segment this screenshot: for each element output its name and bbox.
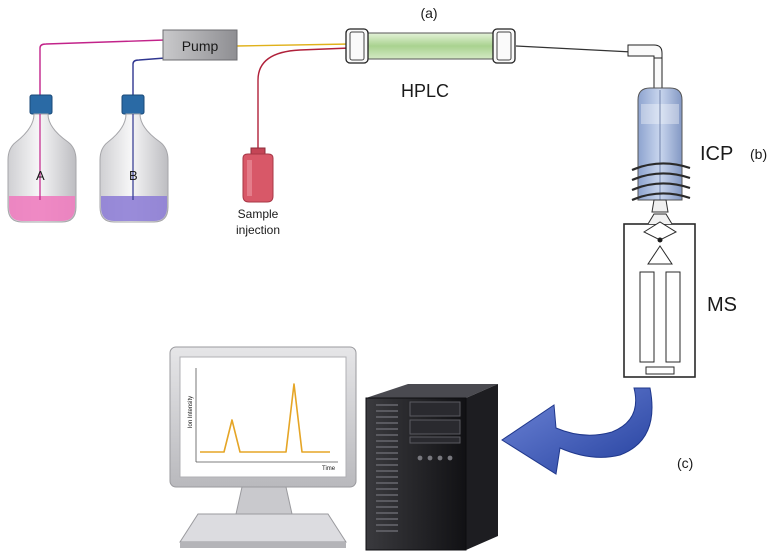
bottle-a-liquid: [9, 196, 75, 221]
bottle-a-cap: [29, 94, 53, 115]
pump: Pump: [162, 29, 238, 61]
bottle-b-liquid: [101, 196, 167, 221]
bottle-b: B: [99, 94, 169, 223]
icp-label: ICP: [700, 143, 733, 165]
sample-label-line1: Sample: [238, 207, 279, 221]
pump-label: Pump: [182, 38, 219, 54]
nebulizer-connector: [627, 44, 663, 91]
marker-c: (c): [677, 455, 693, 471]
tube-pump-to-column: [235, 43, 351, 47]
marker-b: (b): [750, 146, 767, 162]
curved-arrow-icon: (c): [501, 387, 693, 475]
bottle-a-label: A: [36, 168, 45, 183]
tube-column-to-icp: [515, 45, 633, 53]
rf-coil: [631, 162, 691, 202]
tube-sample: [257, 47, 351, 150]
pump-box: [162, 29, 238, 61]
bottle-a: A: [7, 94, 77, 223]
bottle-a-body: [7, 113, 77, 223]
tubing: [39, 39, 633, 150]
mass-spectrometer: MS: [623, 213, 737, 378]
computer-tower-icon: [365, 384, 498, 551]
icp-torch: ICP (b): [631, 87, 767, 213]
sample-label-line2: injection: [236, 223, 280, 237]
column-end-right: [492, 28, 516, 64]
hplc-label: HPLC: [401, 81, 449, 101]
sample-vial: Sample injection: [236, 147, 280, 237]
y-axis-label: Ion Intensity: [188, 396, 194, 428]
column-end-left: [345, 28, 369, 64]
monitor-icon: Ion Intensity Time: [169, 346, 357, 548]
marker-a: (a): [420, 5, 437, 21]
tube-a: [39, 39, 166, 96]
x-axis-label: Time: [322, 466, 336, 472]
tube-b: [132, 57, 166, 96]
hplc-column: (a) HPLC: [345, 5, 516, 101]
ms-label: MS: [707, 294, 737, 316]
bottle-b-cap: [121, 94, 145, 115]
column-body: [365, 32, 495, 60]
bottle-b-body: [99, 113, 169, 223]
bottle-b-label: B: [129, 168, 138, 183]
monitor-screen: [179, 356, 347, 478]
chromatogram-trace: [200, 383, 330, 453]
